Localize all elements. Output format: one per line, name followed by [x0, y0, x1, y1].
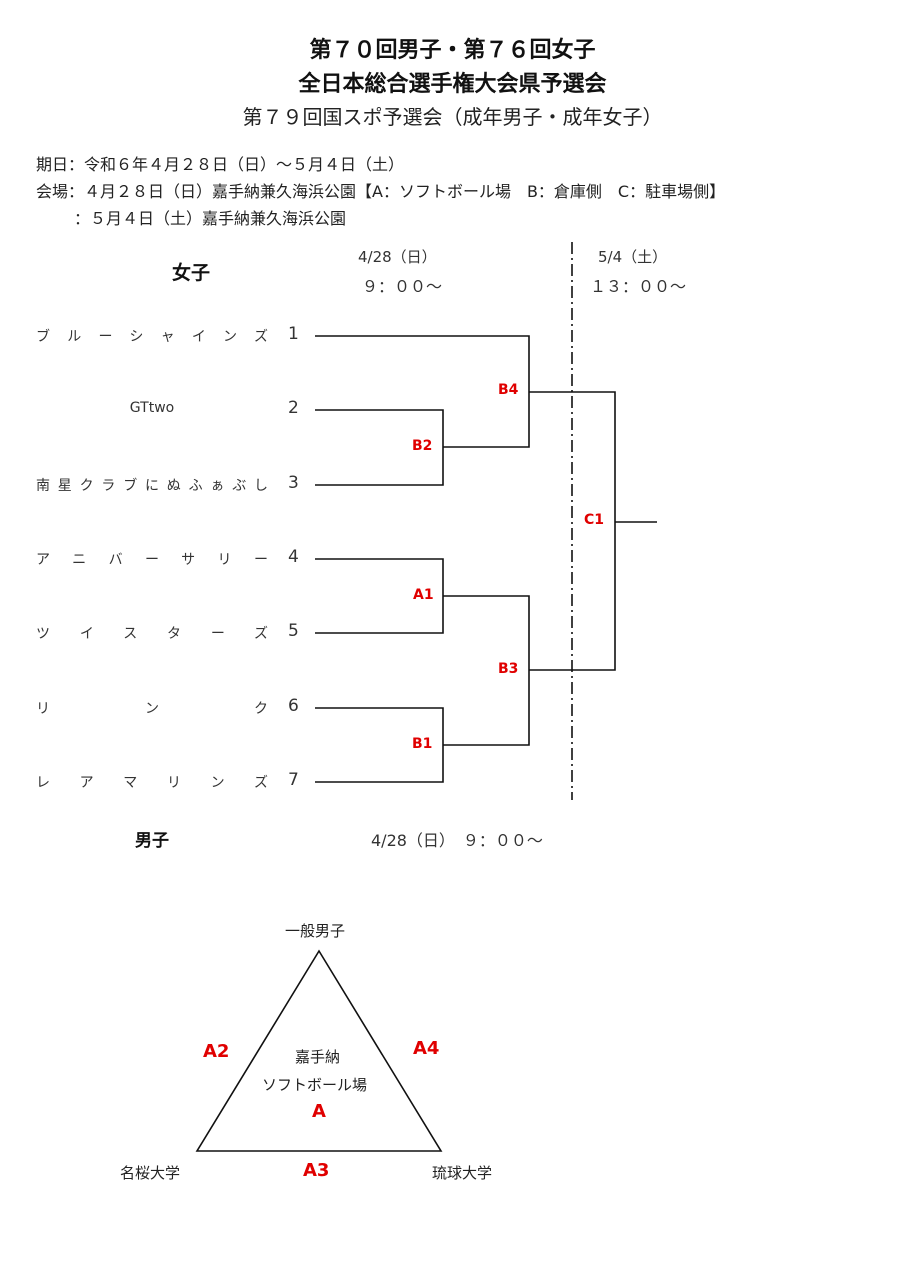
team-seed: 7	[288, 770, 299, 790]
team-seed: 3	[288, 473, 299, 493]
match-label-a4: A4	[413, 1038, 440, 1059]
team-seed: 2	[288, 398, 299, 418]
bracket-line	[315, 409, 444, 486]
venue-field-name: ソフトボール場	[262, 1076, 368, 1094]
team-seed: 6	[288, 696, 299, 716]
bracket-line	[315, 335, 530, 448]
team-seed: 5	[288, 621, 299, 641]
team-name: ツイスターズ	[36, 626, 268, 642]
match-label-a1: A1	[413, 587, 434, 603]
team-left: 名桜大学	[120, 1164, 181, 1182]
team-name: GTtwo	[129, 400, 175, 416]
day1-date: 4/28（日）	[358, 248, 437, 266]
match-label-b4: B4	[498, 382, 519, 398]
match-label-a3: A3	[303, 1160, 330, 1181]
women-heading: 女子	[172, 262, 211, 284]
team-right: 琉球大学	[432, 1164, 493, 1182]
match-label-c1: C1	[584, 512, 605, 528]
bracket-line	[443, 595, 530, 746]
field-label: A	[312, 1101, 326, 1122]
venue-info-2: ：５月４日（土）嘉手納兼久海浜公園	[74, 209, 347, 228]
day1-time: ９：００～	[362, 277, 443, 296]
day2-time: １３：００～	[590, 277, 687, 296]
venue-info-1: 会場：４月２８日（日）嘉手納兼久海浜公園【A：ソフトボール場 B：倉庫側 C：駐…	[36, 182, 726, 201]
team-name: レアマリンズ	[36, 775, 268, 791]
match-label-a2: A2	[203, 1041, 230, 1062]
team-name: 南星クラブにぬふぁぶし	[36, 478, 268, 494]
match-label-b1: B1	[412, 736, 433, 752]
subtitle: 第７９回国スポ予選会（成年男子・成年女子）	[242, 105, 663, 129]
team-seed: 1	[288, 324, 299, 344]
team-seed: 4	[288, 547, 299, 567]
team-top: 一般男子	[285, 922, 346, 940]
period-info: 期日：令和６年４月２８日（日）～５月４日（土）	[36, 155, 405, 174]
men-heading: 男子	[135, 831, 169, 851]
team-name: ブルーシャインズ	[36, 329, 268, 345]
day2-date: 5/4（土）	[598, 248, 668, 266]
team-name: リンク	[36, 701, 268, 717]
match-label-b2: B2	[412, 438, 433, 454]
title-line-1: 第７０回男子・第７６回女子	[309, 38, 596, 63]
men-schedule: 4/28（日） ９：００～	[371, 831, 543, 850]
triangle-diagram	[195, 949, 443, 1152]
venue-name: 嘉手納	[295, 1048, 341, 1066]
team-name: アニバーサリー	[36, 552, 268, 568]
bracket-line	[315, 707, 444, 783]
title-line-2: 全日本総合選手権大会県予選会	[298, 72, 607, 97]
match-label-b3: B3	[498, 661, 519, 677]
